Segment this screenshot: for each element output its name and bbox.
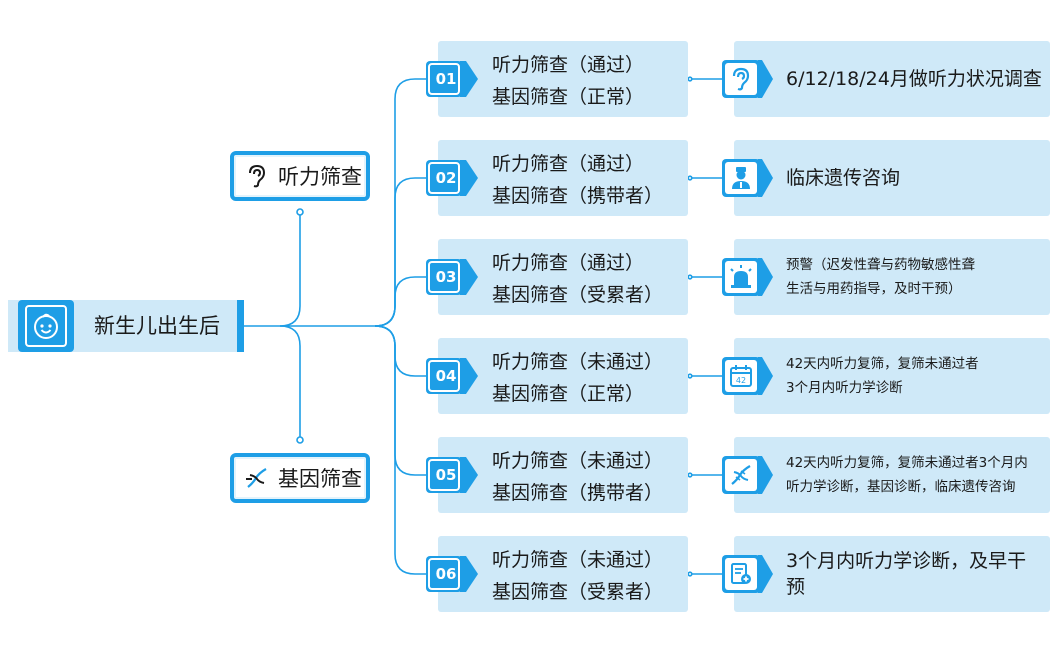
result-01: 6/12/18/24月做听力状况调查 bbox=[734, 41, 1050, 117]
result-link-dot bbox=[687, 76, 693, 82]
case-number: 06 bbox=[435, 565, 457, 583]
case-number-tag: 06 bbox=[426, 556, 478, 592]
gene-connector-dot bbox=[296, 436, 304, 444]
calendar-day: 42 bbox=[736, 376, 746, 385]
case-number-tag: 02 bbox=[426, 160, 478, 196]
hearing-condition: 听力筛查（通过） bbox=[492, 252, 645, 274]
hearing-condition: 听力筛查（通过） bbox=[492, 54, 645, 76]
hearing-condition: 听力筛查（未通过） bbox=[492, 549, 664, 571]
gene-connector bbox=[279, 325, 301, 440]
case-branch bbox=[374, 78, 428, 327]
case-number: 02 bbox=[435, 169, 457, 187]
result-text: 临床遗传咨询 bbox=[786, 167, 901, 189]
number-tag-shape bbox=[426, 358, 478, 394]
case-02: 听力筛查（通过） 基因筛查（携带者） bbox=[438, 140, 688, 216]
case-06: 听力筛查（未通过） 基因筛查（受累者） bbox=[438, 536, 688, 612]
result-05: 42天内听力复筛，复筛未通过者3个月内 听力学诊断，基因诊断，临床遗传咨询 bbox=[734, 437, 1050, 513]
root-icon-box bbox=[18, 300, 74, 352]
result-icon-tag: 42 bbox=[722, 357, 774, 395]
result-text: 6/12/18/24月做听力状况调查 bbox=[786, 68, 1042, 90]
case-branch bbox=[374, 177, 428, 327]
number-tag-shape bbox=[426, 556, 478, 592]
case-number-tag: 05 bbox=[426, 457, 478, 493]
case-conditions: 听力筛查（通过） 基因筛查（携带者） bbox=[492, 148, 663, 212]
hearing-connector-dot bbox=[296, 208, 304, 216]
case-conditions: 听力筛查（未通过） 基因筛查（正常） bbox=[492, 346, 663, 410]
case-01: 听力筛查（通过） 基因筛查（正常） bbox=[438, 41, 688, 117]
result-text: 42天内听力复筛，复筛未通过者3个月内 听力学诊断，基因诊断，临床遗传咨询 bbox=[786, 455, 1028, 495]
category-hearing-label: 听力筛查 bbox=[278, 165, 362, 189]
case-number-tag: 04 bbox=[426, 358, 478, 394]
hearing-connector bbox=[279, 212, 301, 327]
result-link-dot bbox=[687, 175, 693, 181]
case-number: 01 bbox=[435, 70, 457, 88]
result-icon-tag bbox=[722, 258, 774, 296]
result-icon-tag bbox=[722, 60, 774, 98]
result-link-dot bbox=[687, 274, 693, 280]
calendar-icon: 42 bbox=[725, 360, 757, 392]
result-04: 42天内听力复筛，复筛未通过者 3个月内听力学诊断 bbox=[734, 338, 1050, 414]
case-number: 05 bbox=[435, 466, 457, 484]
case-branch bbox=[374, 276, 428, 327]
result-link-dot bbox=[687, 472, 693, 478]
doctor-icon bbox=[725, 162, 757, 194]
case-branch bbox=[374, 325, 428, 476]
gene-condition: 基因筛查（携带者） bbox=[492, 185, 664, 207]
root-label: 新生儿出生后 bbox=[94, 314, 220, 338]
result-link-dot bbox=[687, 571, 693, 577]
case-03: 听力筛查（通过） 基因筛查（受累者） bbox=[438, 239, 688, 315]
category-gene-label: 基因筛查 bbox=[278, 467, 362, 491]
case-branch bbox=[374, 325, 428, 575]
ear-icon bbox=[244, 163, 270, 189]
baby-face-icon bbox=[34, 313, 58, 339]
number-tag-shape bbox=[426, 61, 478, 97]
gene-condition: 基因筛查（正常） bbox=[492, 383, 645, 405]
case-branch bbox=[374, 325, 428, 377]
result-icon-tag bbox=[722, 456, 774, 494]
case-conditions: 听力筛查（未通过） 基因筛查（携带者） bbox=[492, 445, 663, 509]
medical-report-icon bbox=[725, 558, 757, 590]
number-tag-shape bbox=[426, 457, 478, 493]
dna-icon bbox=[244, 465, 270, 491]
result-text: 3个月内听力学诊断，及早干预 bbox=[786, 550, 1027, 598]
result-icon-tag bbox=[722, 555, 774, 593]
alarm-icon bbox=[725, 261, 757, 293]
case-conditions: 听力筛查（通过） 基因筛查（受累者） bbox=[492, 247, 663, 311]
case-number-tag: 03 bbox=[426, 259, 478, 295]
gene-condition: 基因筛查（携带者） bbox=[492, 482, 664, 504]
case-number-tag: 01 bbox=[426, 61, 478, 97]
case-04: 听力筛查（未通过） 基因筛查（正常） bbox=[438, 338, 688, 414]
gene-condition: 基因筛查（受累者） bbox=[492, 581, 664, 603]
result-icon-tag bbox=[722, 159, 774, 197]
case-number: 03 bbox=[435, 268, 457, 286]
gene-condition: 基因筛查（受累者） bbox=[492, 284, 664, 306]
result-03: 预警（迟发性聋与药物敏感性聋 生活与用药指导，及时干预） bbox=[734, 239, 1050, 315]
result-link-dot bbox=[687, 373, 693, 379]
root-node: 新生儿出生后 bbox=[8, 300, 244, 352]
result-text: 预警（迟发性聋与药物敏感性聋 生活与用药指导，及时干预） bbox=[786, 257, 975, 297]
result-02: 临床遗传咨询 bbox=[734, 140, 1050, 216]
case-conditions: 听力筛查（通过） 基因筛查（正常） bbox=[492, 49, 644, 113]
result-text: 42天内听力复筛，复筛未通过者 3个月内听力学诊断 bbox=[786, 356, 979, 396]
case-05: 听力筛查（未通过） 基因筛查（携带者） bbox=[438, 437, 688, 513]
case-conditions: 听力筛查（未通过） 基因筛查（受累者） bbox=[492, 544, 663, 608]
gene-condition: 基因筛查（正常） bbox=[492, 86, 645, 108]
case-number: 04 bbox=[435, 367, 457, 385]
hearing-condition: 听力筛查（未通过） bbox=[492, 351, 664, 373]
hearing-condition: 听力筛查（通过） bbox=[492, 153, 645, 175]
number-tag-shape bbox=[426, 160, 478, 196]
result-tag-shape bbox=[722, 60, 773, 98]
result-06: 3个月内听力学诊断，及早干预 bbox=[734, 536, 1050, 612]
category-hearing: 听力筛查 bbox=[230, 151, 370, 201]
dna-icon bbox=[725, 459, 757, 491]
ear-icon bbox=[725, 63, 757, 95]
category-gene: 基因筛查 bbox=[230, 453, 370, 503]
hearing-condition: 听力筛查（未通过） bbox=[492, 450, 664, 472]
number-tag-shape bbox=[426, 259, 478, 295]
